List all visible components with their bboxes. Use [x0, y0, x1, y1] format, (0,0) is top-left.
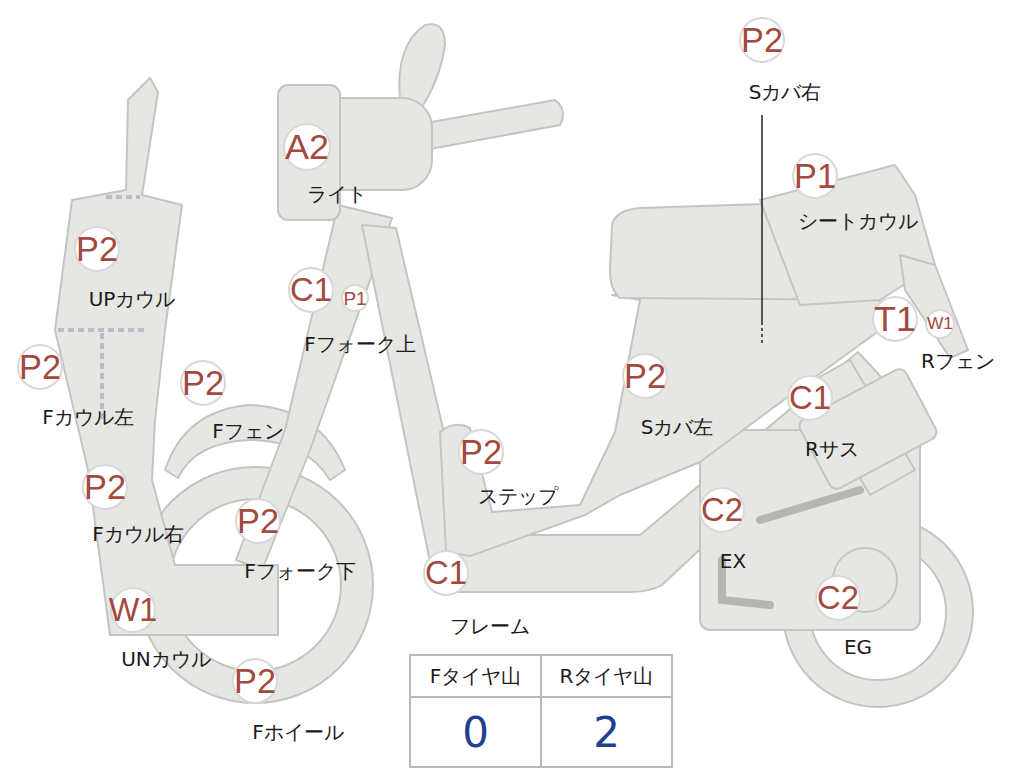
handlebar [415, 100, 563, 150]
damage-callout: P1 [341, 284, 369, 312]
damage-callout: W1UNカウル [110, 587, 156, 633]
part-name: Fフォーク下 [244, 560, 356, 582]
damage-callout: P2Fフェン [180, 360, 226, 406]
callout-circle-shape [459, 430, 503, 474]
damage-callout: A2ライト [283, 123, 331, 171]
part-name: EX [720, 550, 746, 572]
tread-table [410, 655, 672, 767]
side-cover [440, 295, 880, 556]
callout-circle-shape [926, 310, 954, 338]
damage-callout: C2EX [699, 487, 745, 533]
damage-code: A2 [283, 123, 331, 171]
front-cowl [55, 78, 278, 635]
damage-code: P2 [180, 360, 226, 406]
leader-line [761, 115, 763, 325]
part-name: Fカウル右 [92, 523, 184, 545]
part-name: Fホイール [252, 721, 344, 743]
damage-code: P1 [792, 153, 838, 199]
part-name: Sカバ右 [749, 81, 822, 103]
callout-circle-shape [793, 154, 837, 198]
part-name: UNカウル [121, 648, 211, 670]
callout-circle-shape [181, 361, 225, 405]
part-name: Rフェン [921, 350, 995, 372]
callout-circle-shape [289, 268, 333, 312]
callout-circle-shape [816, 576, 860, 620]
tread-value: 0 [410, 697, 541, 767]
damage-code: C2 [699, 487, 745, 533]
part-name: Sカバ左 [641, 416, 714, 438]
callout-circle-shape [75, 227, 119, 271]
damage-callout: P2Fカウル左 [17, 344, 63, 390]
damage-code: P2 [458, 429, 504, 475]
damage-code: W1 [925, 309, 955, 339]
callout-circle-shape [424, 551, 468, 595]
damage-code: P2 [235, 498, 281, 544]
callout-circle-shape [342, 285, 368, 311]
damage-callout: C1Rサス [787, 375, 833, 421]
damage-code: T1 [872, 296, 918, 342]
damage-callout: P2Fフォーク下 [235, 498, 281, 544]
table-header: Fタイヤ山 [410, 655, 541, 697]
callout-circle-shape [233, 659, 277, 703]
damage-callout: C1Fフォーク上 [288, 267, 334, 313]
damage-callout: P2Fホイール [232, 658, 278, 704]
part-name: Fフェン [212, 420, 284, 442]
damage-callout: P2Sカバ右 [739, 17, 785, 63]
damage-code: P2 [232, 658, 278, 704]
damage-callout: P2UPカウル [74, 226, 120, 272]
callout-circle-shape [111, 588, 155, 632]
damage-code: C2 [815, 575, 861, 621]
callout-circle-shape [623, 354, 667, 398]
callout-circle-shape [284, 124, 330, 170]
damage-code: C1 [423, 550, 469, 596]
callout-circle-shape [18, 345, 62, 389]
damage-code: P2 [739, 17, 785, 63]
damage-code: C1 [288, 267, 334, 313]
part-name: Rサス [805, 438, 859, 460]
part-name: Fフォーク上 [304, 333, 416, 355]
part-name: フレーム [450, 615, 530, 637]
mirror [399, 24, 445, 110]
damage-callout: P1シートカウル [792, 153, 838, 199]
damage-code: P2 [622, 353, 668, 399]
callout-circle-shape [788, 376, 832, 420]
damage-code: P2 [82, 464, 128, 510]
damage-code: C1 [787, 375, 833, 421]
damage-code: P1 [341, 284, 369, 312]
damage-callout: P2Fカウル右 [82, 464, 128, 510]
table-rule [540, 655, 542, 767]
division-line [106, 195, 140, 199]
damage-code: W1 [110, 587, 156, 633]
callout-circle-shape [83, 465, 127, 509]
damage-callout: C2EG [815, 575, 861, 621]
damage-callout: T1Rフェン [872, 296, 918, 342]
part-name: UPカウル [89, 288, 176, 310]
callout-circle-shape [700, 488, 744, 532]
part-name: シートカウル [798, 210, 918, 232]
damage-callout: W1 [925, 309, 955, 339]
part-name: Fカウル左 [42, 406, 134, 428]
leader-line [761, 328, 763, 345]
callout-circle-shape [740, 18, 784, 62]
division-line [58, 328, 145, 332]
damage-code: P2 [74, 226, 120, 272]
damage-code: P2 [17, 344, 63, 390]
damage-callout: C1フレーム [423, 550, 469, 596]
part-name: ステップ [478, 485, 558, 507]
part-name: EG [844, 636, 872, 658]
table-header: Rタイヤ山 [541, 655, 672, 697]
callout-circle-shape [236, 499, 280, 543]
tread-value: 2 [541, 697, 672, 767]
damage-callout: P2ステップ [458, 429, 504, 475]
damage-callout: P2Sカバ左 [622, 353, 668, 399]
part-name: ライト [307, 183, 367, 205]
callout-circle-shape [873, 297, 917, 341]
